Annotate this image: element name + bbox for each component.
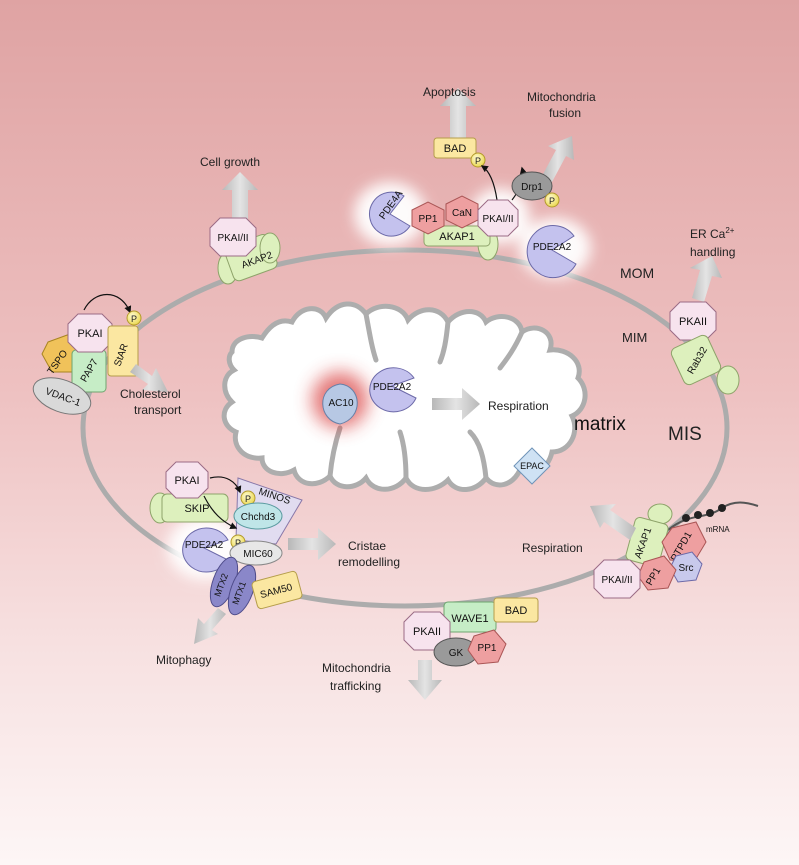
respiration-right-arrow bbox=[590, 504, 636, 540]
er-ca-label-1: ER Ca2+ bbox=[690, 226, 735, 241]
bad-top-phospho-label: P bbox=[475, 156, 481, 166]
respiration-matrix-label: Respiration bbox=[488, 399, 549, 413]
pkai-minos bbox=[165, 461, 209, 499]
pkai-ii-top-label: PKAI/II bbox=[482, 214, 513, 225]
er-ca-arrow bbox=[690, 256, 722, 302]
chchd3 bbox=[233, 502, 283, 530]
epac bbox=[513, 447, 551, 485]
pde2a2-bottom-label: PDE2A2 bbox=[185, 540, 224, 551]
pkai-ii-right-label: PKAI/II bbox=[601, 575, 632, 586]
bad-bottom bbox=[493, 597, 539, 623]
mrna-label: mRNA bbox=[706, 525, 730, 534]
trafficking-label-1: Mitochondria bbox=[322, 661, 391, 675]
pkai-chol-label: PKAI bbox=[77, 328, 102, 340]
pp1-bottom-label: PP1 bbox=[478, 643, 497, 654]
mic60-label: MIC60 bbox=[243, 549, 273, 560]
pkai-to-star-arrow bbox=[83, 294, 132, 314]
drp1-phospho-label: P bbox=[549, 196, 555, 206]
mic60 bbox=[229, 540, 283, 566]
fusion-arrow bbox=[542, 136, 574, 182]
fusion-label-1: Mitochondria bbox=[527, 90, 596, 104]
pp1-top bbox=[411, 201, 445, 235]
mom-label: MOM bbox=[620, 265, 654, 281]
mis-label: MIS bbox=[668, 424, 702, 445]
cristae-folds bbox=[327, 311, 525, 481]
pkai-ii-right bbox=[593, 559, 641, 599]
trafficking-arrow bbox=[408, 660, 442, 700]
respiration-matrix-arrow bbox=[432, 388, 480, 420]
chchd3-phospho-label: P bbox=[245, 494, 251, 504]
pkai-minos-label: PKAI bbox=[174, 475, 199, 487]
skip-label: SKIP bbox=[184, 503, 209, 515]
star-phospho bbox=[126, 310, 142, 326]
apoptosis-label: Apoptosis bbox=[423, 85, 476, 99]
trafficking-label-2: trafficking bbox=[330, 679, 381, 693]
star-phospho-label: P bbox=[131, 314, 137, 324]
cholesterol-label-1: Cholesterol bbox=[120, 387, 181, 401]
cristae-label-1: Cristae bbox=[348, 539, 386, 553]
mic60-phospho-label: P bbox=[235, 538, 241, 548]
vdac1 bbox=[32, 377, 92, 415]
star bbox=[107, 325, 139, 377]
pde2a2-matrix-label: PDE2A2 bbox=[373, 382, 412, 393]
wave1-label: WAVE1 bbox=[451, 613, 488, 625]
src-label: Src bbox=[679, 563, 694, 574]
bad-top-label: BAD bbox=[444, 143, 467, 155]
respiration-right-label: Respiration bbox=[522, 541, 583, 555]
outer-membrane bbox=[80, 247, 730, 609]
cholesterol-label-2: transport bbox=[134, 403, 182, 417]
pkai-ii-top bbox=[477, 199, 519, 237]
pkai-to-mic60-arrow bbox=[203, 495, 238, 530]
apoptosis-arrow bbox=[440, 88, 476, 138]
pkaii-bottom-label: PKAII bbox=[413, 626, 441, 638]
akap2-anchor-right bbox=[259, 232, 281, 264]
fusion-label-2: fusion bbox=[549, 106, 581, 120]
cell-growth-arrow bbox=[222, 172, 258, 220]
mitophagy-arrow bbox=[194, 608, 226, 644]
ribosomes bbox=[682, 504, 726, 522]
ac10 bbox=[322, 383, 358, 425]
pde2a2-top bbox=[526, 225, 577, 279]
ac10-label: AC10 bbox=[328, 398, 353, 409]
pkaii-right-label: PKAII bbox=[679, 316, 707, 328]
sam50 bbox=[251, 570, 303, 610]
cell-growth-label: Cell growth bbox=[200, 155, 260, 169]
rab32-anchor bbox=[716, 365, 740, 395]
mitophagy-label: Mitophagy bbox=[156, 653, 211, 667]
chchd3-label: Chchd3 bbox=[241, 512, 276, 523]
akap1-top-label: AKAP1 bbox=[439, 231, 474, 243]
pkai-to-chchd3-arrow bbox=[209, 476, 242, 494]
matrix-label: matrix bbox=[574, 414, 626, 435]
cristae-arrow bbox=[288, 528, 336, 560]
pka-to-bad-arrow bbox=[480, 165, 498, 201]
drp1 bbox=[511, 171, 553, 201]
pkai-chol bbox=[67, 313, 113, 353]
pkai-ii-left-label: PKAI/II bbox=[217, 233, 248, 244]
er-ca-label-2: handling bbox=[690, 245, 735, 259]
mim-label: MIM bbox=[622, 330, 647, 345]
bad-top bbox=[433, 137, 477, 159]
gk-label: GK bbox=[449, 648, 464, 659]
pde2a2-matrix bbox=[369, 367, 417, 413]
cholesterol-arrow bbox=[130, 364, 168, 392]
pp1-bottom bbox=[467, 629, 507, 665]
pde4a bbox=[369, 191, 411, 237]
epac-label: EPAC bbox=[520, 461, 544, 471]
pp1-top-label: PP1 bbox=[419, 214, 438, 225]
bad-top-phospho bbox=[470, 152, 486, 168]
bad-bottom-label: BAD bbox=[505, 605, 528, 617]
mtx1 bbox=[227, 564, 257, 616]
drp1-phospho bbox=[544, 192, 560, 208]
drp1-label: Drp1 bbox=[521, 182, 543, 193]
can-top-label: CaN bbox=[452, 208, 472, 219]
pde2a2-top-label: PDE2A2 bbox=[533, 242, 572, 253]
pde2a2-bottom bbox=[182, 527, 229, 573]
rab32 bbox=[670, 334, 722, 386]
pkai-ii-left bbox=[209, 217, 257, 257]
cristae-label-2: remodelling bbox=[338, 555, 400, 569]
